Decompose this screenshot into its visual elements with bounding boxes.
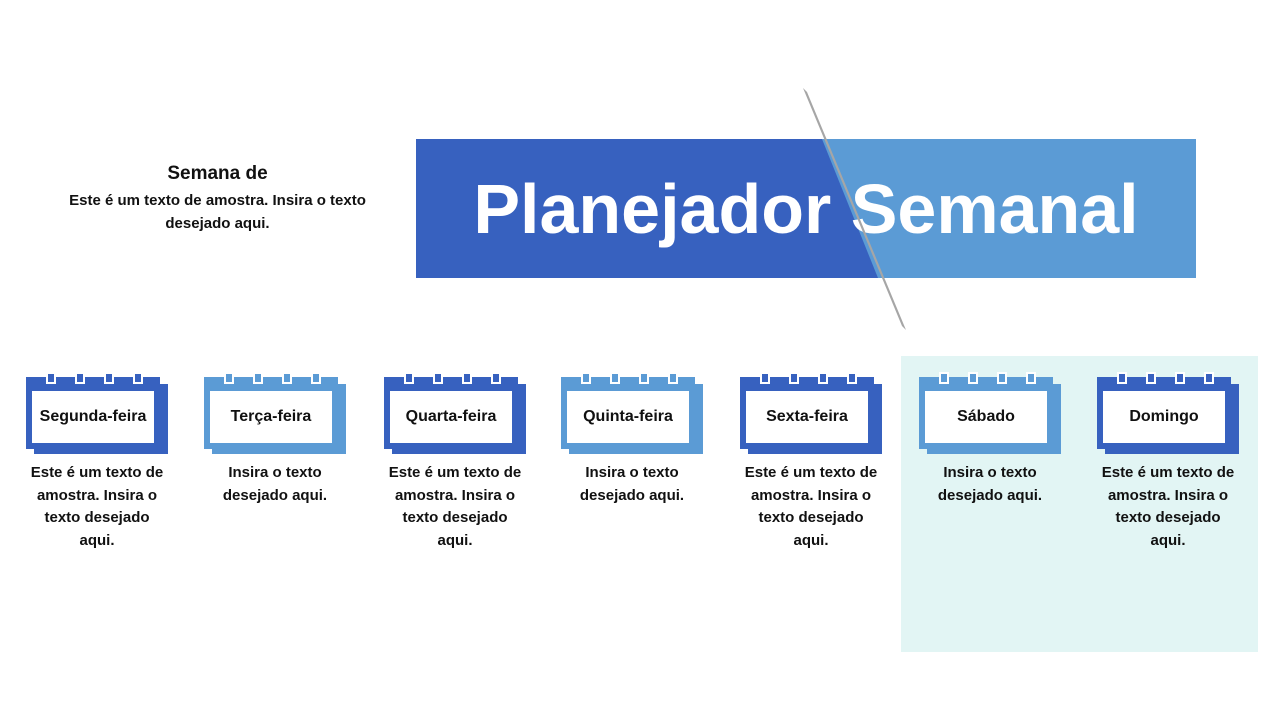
calendar-icon: Sexta-feira xyxy=(740,372,882,454)
calendar-ring-icon xyxy=(433,372,443,384)
day-5: Sábado Insira o texto desejado aqui. xyxy=(919,372,1089,507)
day-label[interactable]: Sexta-feira xyxy=(746,391,868,443)
calendar-ring-icon xyxy=(668,372,678,384)
calendar-icon: Quarta-feira xyxy=(384,372,526,454)
calendar-icon: Segunda-feira xyxy=(26,372,168,454)
calendar-icon: Domingo xyxy=(1097,372,1239,454)
day-6: Domingo Este é um texto de amostra. Insi… xyxy=(1097,372,1267,552)
calendar-front: Segunda-feira xyxy=(26,377,160,449)
calendar-ring-icon xyxy=(847,372,857,384)
calendar-ring-icon xyxy=(311,372,321,384)
calendar-ring-icon xyxy=(224,372,234,384)
calendar-ring-icon xyxy=(1117,372,1127,384)
calendar-ring-icon xyxy=(462,372,472,384)
day-label[interactable]: Domingo xyxy=(1103,391,1225,443)
calendar-front: Sexta-feira xyxy=(740,377,874,449)
calendar-ring-icon xyxy=(939,372,949,384)
day-4: Sexta-feira Este é um texto de amostra. … xyxy=(740,372,910,552)
banner-dark-section xyxy=(416,139,878,278)
title-right: Semanal xyxy=(850,169,1139,248)
day-label[interactable]: Quarta-feira xyxy=(390,391,512,443)
page-title[interactable]: Planejador Semanal xyxy=(416,139,1196,278)
calendar-ring-icon xyxy=(968,372,978,384)
day-description[interactable]: Insira o texto desejado aqui. xyxy=(937,464,1043,504)
calendar-icon: Terça-feira xyxy=(204,372,346,454)
calendar-ring-icon xyxy=(581,372,591,384)
calendar-front: Terça-feira xyxy=(204,377,338,449)
calendar-ring-icon xyxy=(818,372,828,384)
day-description[interactable]: Este é um texto de amostra. Insira o tex… xyxy=(1101,464,1235,549)
calendar-front: Sábado xyxy=(919,377,1053,449)
calendar-ring-icon xyxy=(639,372,649,384)
calendar-icon: Sábado xyxy=(919,372,1061,454)
calendar-ring-icon xyxy=(282,372,292,384)
day-label[interactable]: Segunda-feira xyxy=(32,391,154,443)
calendar-ring-icon xyxy=(104,372,114,384)
week-description[interactable]: Este é um texto de amostra. Insira o tex… xyxy=(69,192,366,232)
calendar-ring-icon xyxy=(133,372,143,384)
calendar-ring-icon xyxy=(1146,372,1156,384)
week-intro: Semana de Este é um texto de amostra. In… xyxy=(60,163,375,235)
day-description[interactable]: Insira o texto desejado aqui. xyxy=(222,464,328,504)
calendar-ring-icon xyxy=(1026,372,1036,384)
title-banner: Planejador Semanal xyxy=(416,139,1196,278)
week-heading[interactable]: Semana de xyxy=(167,163,268,184)
calendar-front: Quarta-feira xyxy=(384,377,518,449)
calendar-ring-icon xyxy=(491,372,501,384)
calendar-ring-icon xyxy=(1175,372,1185,384)
calendar-ring-icon xyxy=(46,372,56,384)
calendar-front: Domingo xyxy=(1097,377,1231,449)
calendar-ring-icon xyxy=(1204,372,1214,384)
calendar-ring-icon xyxy=(610,372,620,384)
day-3: Quinta-feira Insira o texto desejado aqu… xyxy=(561,372,731,507)
calendar-ring-icon xyxy=(404,372,414,384)
day-label[interactable]: Terça-feira xyxy=(210,391,332,443)
day-2: Quarta-feira Este é um texto de amostra.… xyxy=(384,372,554,552)
day-description[interactable]: Este é um texto de amostra. Insira o tex… xyxy=(30,464,164,549)
calendar-front: Quinta-feira xyxy=(561,377,695,449)
title-left: Planejador xyxy=(473,169,832,248)
day-description[interactable]: Este é um texto de amostra. Insira o tex… xyxy=(744,464,878,549)
day-0: Segunda-feira Este é um texto de amostra… xyxy=(26,372,196,552)
day-label[interactable]: Sábado xyxy=(925,391,1047,443)
day-description[interactable]: Insira o texto desejado aqui. xyxy=(579,464,685,504)
day-label[interactable]: Quinta-feira xyxy=(567,391,689,443)
day-1: Terça-feira Insira o texto desejado aqui… xyxy=(204,372,374,507)
calendar-ring-icon xyxy=(253,372,263,384)
calendar-ring-icon xyxy=(760,372,770,384)
day-description[interactable]: Este é um texto de amostra. Insira o tex… xyxy=(388,464,522,549)
calendar-ring-icon xyxy=(789,372,799,384)
calendar-ring-icon xyxy=(75,372,85,384)
calendar-ring-icon xyxy=(997,372,1007,384)
calendar-icon: Quinta-feira xyxy=(561,372,703,454)
